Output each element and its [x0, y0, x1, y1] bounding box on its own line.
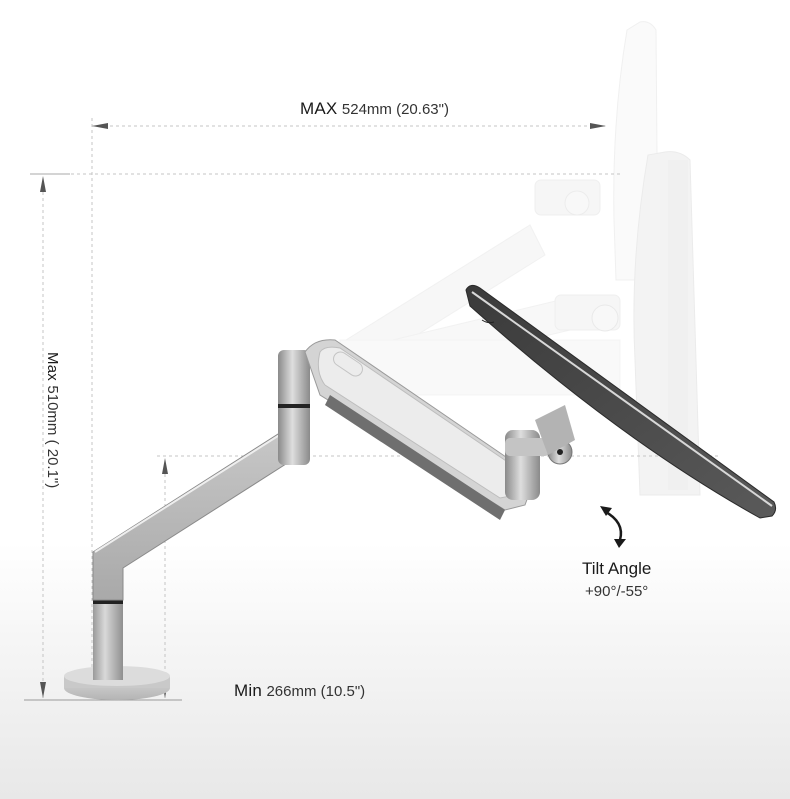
max-height-label: Max 510mm ( 20.1") [43, 352, 61, 488]
arrow-down-icon [40, 682, 46, 698]
min-height-prefix: Min [234, 681, 262, 700]
dimension-arrows [40, 123, 606, 698]
dimension-lines [35, 118, 720, 700]
max-reach-prefix: MAX [300, 99, 338, 118]
max-height-value: 510mm ( 20.1") [44, 385, 61, 489]
arrow-right-icon [590, 123, 606, 129]
min-height-value: 266mm (10.5") [266, 683, 366, 700]
tilt-angle-range: +90°/-55° [585, 583, 649, 600]
max-reach-value: 524mm (20.63") [341, 101, 449, 118]
monitor-tilted [465, 284, 777, 519]
min-height-label: Min 266mm (10.5") [234, 681, 365, 701]
curved-double-arrow-icon [603, 509, 623, 541]
arrow-up-icon [40, 176, 46, 192]
arrow-left-icon [92, 123, 108, 129]
max-reach-label: MAX 524mm (20.63") [300, 99, 449, 119]
max-height-prefix: Max [44, 352, 61, 381]
arrow-up-icon [162, 458, 168, 474]
tilt-angle-title: Tilt Angle [582, 559, 652, 578]
ghost-position-max [329, 21, 701, 496]
